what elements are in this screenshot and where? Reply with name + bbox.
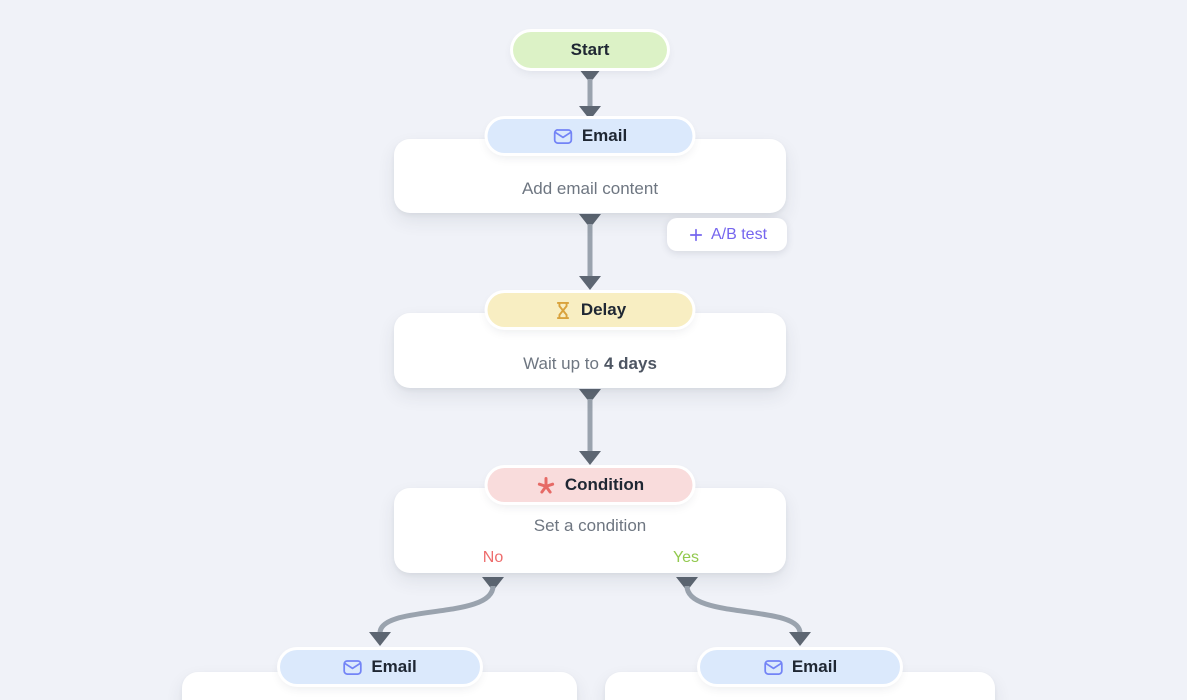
- email-node-pill: Email: [279, 650, 480, 684]
- email-node-body: Add email content: [521, 179, 659, 198]
- connector-branch-no: [369, 577, 504, 646]
- ab-test-button-label: A/B test: [710, 225, 768, 243]
- condition-node-body: Set a condition: [533, 516, 647, 535]
- delay-node-pill: Delay: [487, 293, 693, 327]
- connector-branch-yes: [676, 577, 811, 646]
- email-node-body: Add email content: [605, 672, 995, 700]
- condition-node-pill-label: Condition: [564, 475, 645, 494]
- hourglass-icon: [554, 301, 573, 320]
- branch-label-yes: Yes: [672, 549, 700, 566]
- envelope-icon: [553, 126, 574, 147]
- email-node-pill: Email: [700, 650, 900, 684]
- connector-start-email: [579, 69, 601, 120]
- email-node-yes-branch[interactable]: Email Add email content: [605, 650, 995, 700]
- delay-node[interactable]: Delay Wait up to 4 days: [394, 293, 786, 388]
- plus-icon: [687, 226, 705, 244]
- delay-node-pill-label: Delay: [580, 300, 627, 319]
- email-node-body: Add email content: [182, 672, 577, 700]
- email-node-pill-label: Email: [791, 657, 838, 676]
- start-node[interactable]: Start: [513, 32, 667, 68]
- delay-body-value: 4 days: [603, 353, 657, 373]
- email-node-pill-label: Email: [581, 126, 628, 145]
- delay-node-body: Wait up to 4 days: [394, 313, 786, 388]
- envelope-icon: [342, 657, 363, 678]
- ab-test-button[interactable]: A/B test: [667, 218, 787, 251]
- email-node[interactable]: Email Add email content: [394, 119, 786, 213]
- email-node-pill: Email: [487, 119, 693, 153]
- connector-delay-condition: [579, 389, 601, 465]
- envelope-icon: [763, 657, 784, 678]
- delay-body-prefix: Wait up to: [523, 353, 599, 373]
- branch-label-no: No: [482, 549, 504, 566]
- connector-email-delay: [579, 214, 601, 290]
- start-node-label: Start: [570, 40, 610, 59]
- asterisk-icon: [536, 475, 557, 496]
- condition-node-pill: Condition: [487, 468, 693, 502]
- email-node-pill-label: Email: [371, 657, 417, 676]
- condition-node[interactable]: Condition Set a condition No Yes: [394, 468, 786, 573]
- email-node-no-branch[interactable]: Email Add email content: [182, 650, 577, 700]
